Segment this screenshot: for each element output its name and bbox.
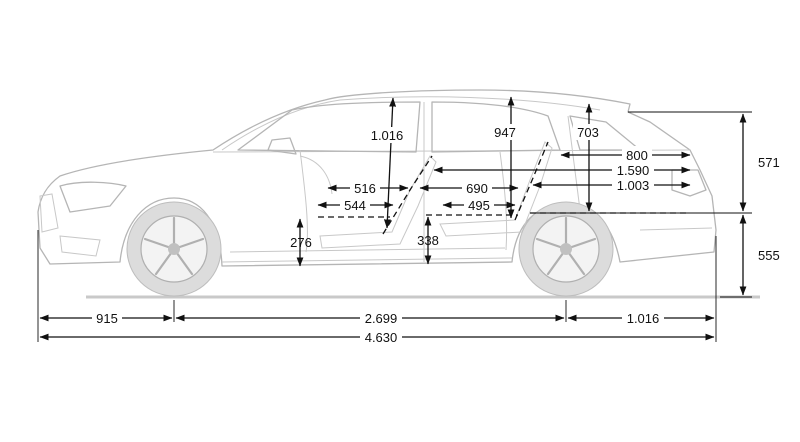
cargo-length-floor-label: 800 bbox=[626, 148, 648, 163]
roof-line bbox=[221, 96, 601, 151]
side-mirror bbox=[267, 137, 297, 155]
rear-height-lower-label: 555 bbox=[758, 248, 780, 263]
rear-seat-height-label: 338 bbox=[417, 233, 439, 248]
front-headroom-dim bbox=[383, 97, 397, 229]
front-wheel bbox=[126, 201, 222, 297]
front-seat bbox=[319, 155, 437, 249]
tail-light bbox=[671, 169, 707, 197]
side-sill bbox=[221, 257, 513, 263]
rear-wheel bbox=[518, 201, 614, 297]
wheelbase-label: 2.699 bbox=[365, 311, 398, 326]
rear-seat bbox=[439, 141, 553, 237]
front-seat-backrest-line bbox=[382, 155, 433, 235]
rear-height-upper-label: 571 bbox=[758, 155, 780, 170]
rear-seat-backrest-line bbox=[514, 141, 549, 221]
front-legroom-b-label: 544 bbox=[344, 198, 366, 213]
rear-headroom-label: 947 bbox=[494, 125, 516, 140]
front-grille bbox=[39, 193, 59, 233]
front-headroom-label: 1.016 bbox=[371, 128, 404, 143]
cargo-height-label: 703 bbox=[577, 125, 599, 140]
cargo-length-seats-up-label: 1.003 bbox=[617, 178, 650, 193]
front-legroom-a-label: 516 bbox=[354, 181, 376, 196]
front-overhang-label: 915 bbox=[96, 311, 118, 326]
headlight bbox=[59, 181, 127, 213]
front-seat-height-label: 276 bbox=[290, 235, 312, 250]
rear-overhang-label: 1.016 bbox=[627, 311, 660, 326]
cargo-length-folded-label: 1.590 bbox=[617, 163, 650, 178]
rear-legroom-b-label: 495 bbox=[468, 198, 490, 213]
front-window bbox=[237, 101, 421, 153]
overall-length-label: 4.630 bbox=[365, 330, 398, 345]
rear-legroom-a-label: 690 bbox=[466, 181, 488, 196]
